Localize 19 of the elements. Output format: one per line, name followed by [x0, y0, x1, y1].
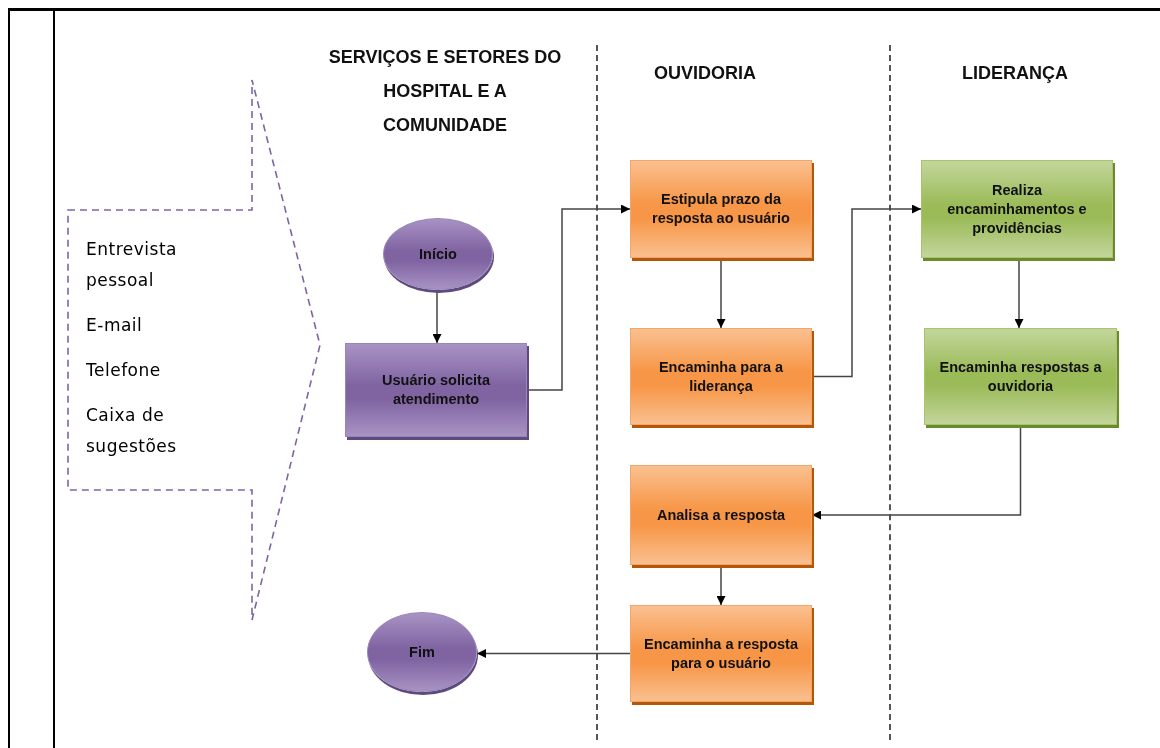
channel-item: Telefone [86, 359, 162, 382]
process-box: Analisa a resposta [630, 465, 812, 565]
terminal-ellipse: Início [383, 218, 493, 290]
arrow [476, 649, 631, 658]
process-box: Realiza encaminhamentos e providências [921, 160, 1113, 258]
process-box: Estipula prazo da resposta ao usuário [630, 160, 812, 258]
process-box: Encaminha para a liderança [630, 328, 812, 425]
channel-item: Entrevista pessoal [86, 238, 178, 292]
lane-heading: SERVIÇOS E SETORES DO HOSPITAL E A COMUNIDADE [328, 46, 562, 137]
process-box: Encaminha respostas a ouvidoria [924, 328, 1117, 425]
channel-item: Caixa de sugestões [86, 404, 178, 458]
lane-heading: LIDERANÇA [961, 62, 1069, 85]
process-box: Usuário solicita atendimento [345, 343, 527, 437]
lane-heading: OUVIDORIA [653, 62, 757, 85]
arrow [526, 204, 631, 391]
arrow [811, 204, 922, 378]
terminal-ellipse: Fim [367, 612, 477, 692]
process-box: Encaminha a resposta para o usuário [630, 605, 812, 702]
channel-item: E-mail [86, 314, 144, 337]
